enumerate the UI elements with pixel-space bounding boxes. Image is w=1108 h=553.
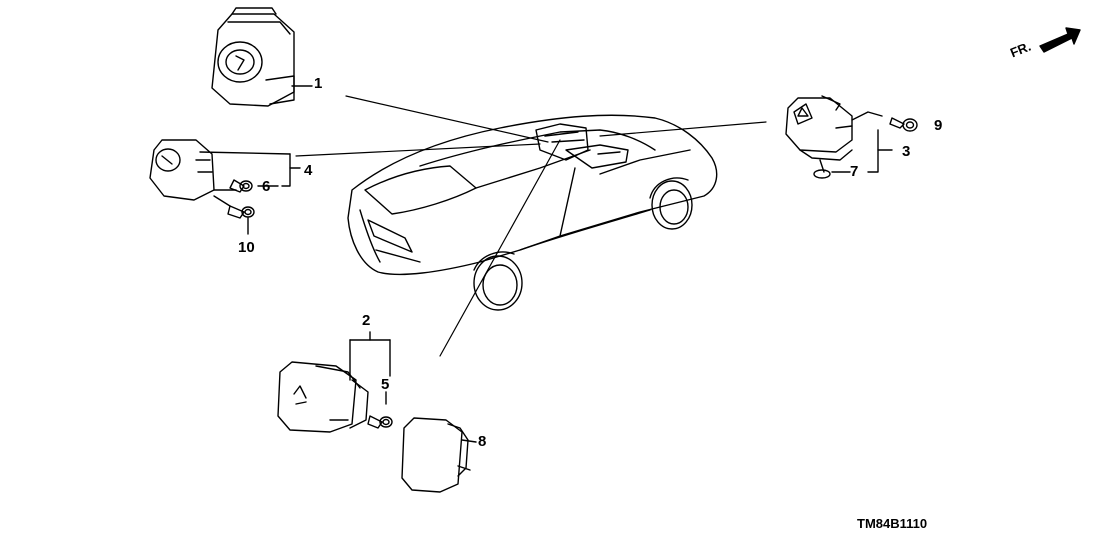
car-outline-icon <box>347 114 718 311</box>
callout-9: 9 <box>934 117 943 134</box>
part-8-cover <box>401 417 477 493</box>
callout-5: 5 <box>381 376 390 393</box>
part-2-switch <box>277 331 393 433</box>
callout-6: 6 <box>262 178 271 195</box>
callout-3: 3 <box>902 143 911 160</box>
front-arrow-icon <box>1039 27 1081 53</box>
callout-4: 4 <box>304 162 313 179</box>
part-1-switch <box>211 7 313 107</box>
callout-10: 10 <box>238 239 255 256</box>
callout-8: 8 <box>478 433 487 450</box>
part-3-hazard-switch <box>785 95 918 179</box>
callout-1: 1 <box>314 75 323 92</box>
part-4-switch <box>149 139 301 235</box>
leader-lines <box>295 95 767 357</box>
diagram-code: TM84B1110 <box>857 516 928 531</box>
callout-7: 7 <box>850 163 859 180</box>
callout-2: 2 <box>362 312 371 329</box>
